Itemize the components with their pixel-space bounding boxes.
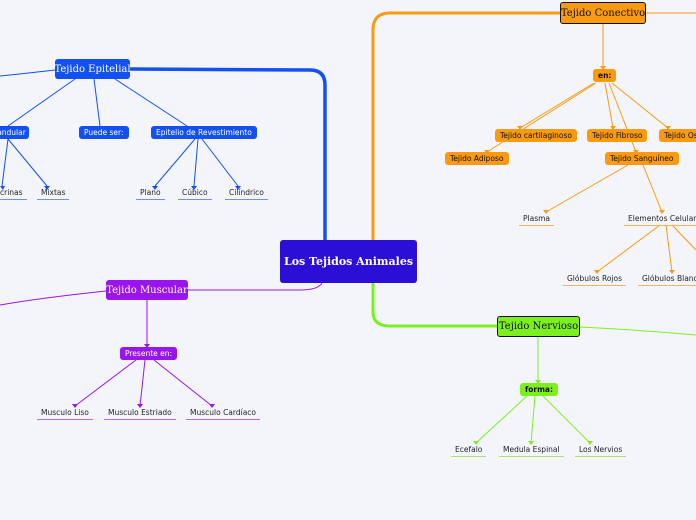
- subtopic-tejido-cartilaginoso[interactable]: Tejido cartilaginoso: [495, 129, 578, 142]
- leaf-musculo-estriado[interactable]: Musculo Estriado: [104, 406, 176, 420]
- leaf-musculo-cardiaco[interactable]: Musculo Cardíaco: [186, 406, 261, 420]
- leaf-cilindrico[interactable]: Cilíndrico: [225, 186, 268, 200]
- topic-tejido-muscular[interactable]: Tejido Muscular: [106, 280, 188, 300]
- subtopic-tejido-sanguineo[interactable]: Tejido Sanguíneo: [605, 152, 679, 165]
- leaf-plasma[interactable]: Plasma: [519, 212, 555, 226]
- subtopic-tejido-oseo[interactable]: Tejido Os: [659, 129, 696, 142]
- subtopic-en[interactable]: en:: [593, 69, 617, 82]
- leaf-plano[interactable]: Plano: [136, 186, 165, 200]
- subtopic-tejido-fibroso[interactable]: Tejido Fibroso: [587, 129, 648, 142]
- root-topic[interactable]: Los Tejidos Animales: [280, 240, 417, 283]
- leaf-ecefalo[interactable]: Ecefalo: [451, 443, 487, 457]
- topic-tejido-conectivo[interactable]: Tejido Conectivo: [560, 2, 646, 24]
- leaf-musculo-liso[interactable]: Musculo Liso: [37, 406, 93, 420]
- leaf-los-nervios[interactable]: Los Nervios: [575, 443, 627, 457]
- subtopic-epitelio-revestimiento[interactable]: Epitelio de Revestimiento: [151, 126, 257, 139]
- topic-tejido-nervioso[interactable]: Tejido Nervioso: [497, 316, 580, 337]
- leaf-mixtas[interactable]: Mixtas: [37, 186, 70, 200]
- subtopic-forma[interactable]: forma:: [520, 383, 558, 396]
- leaf-medula-espinal[interactable]: Medula Espinal: [499, 443, 564, 457]
- leaf-globulos-blancos[interactable]: Glóbulos Blanco: [638, 272, 696, 286]
- subtopic-puede-ser[interactable]: Puede ser:: [79, 126, 129, 139]
- subtopic-glandular[interactable]: andular: [0, 126, 29, 139]
- topic-tejido-epitelial[interactable]: Tejido Epitelial: [54, 59, 131, 79]
- leaf-exocrinas[interactable]: crinas: [0, 186, 27, 200]
- leaf-cubico[interactable]: Cúbico: [178, 186, 212, 200]
- subtopic-tejido-adiposo[interactable]: Tejido Adiposo: [445, 152, 509, 165]
- leaf-globulos-rojos[interactable]: Glóbulos Rojos: [563, 272, 627, 286]
- subtopic-presente-en[interactable]: Presente en:: [120, 347, 178, 360]
- leaf-elementos-celulares[interactable]: Elementos Celulare: [624, 212, 696, 226]
